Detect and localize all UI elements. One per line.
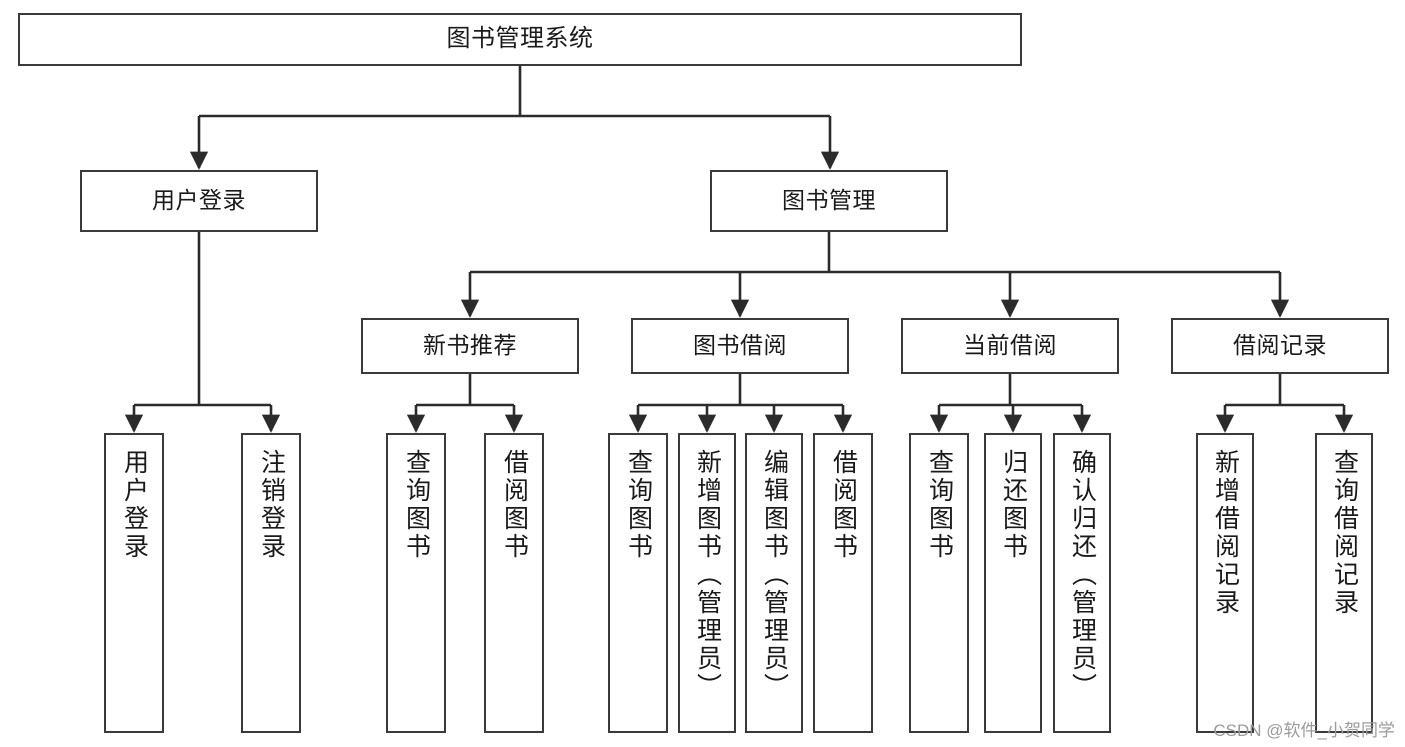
node-label: 查询图书 <box>402 449 431 561</box>
node-label: 图书借阅 <box>693 332 787 359</box>
node-book-manage[interactable]: 图书管理 <box>710 170 948 232</box>
node-leaf-user-login[interactable]: 用户登录 <box>104 433 164 733</box>
node-leaf-add-book[interactable]: 新增图书（管理员） <box>678 433 736 733</box>
node-leaf-add-borrow-record[interactable]: 新增借阅记录 <box>1196 433 1254 733</box>
node-leaf-confirm-return[interactable]: 确认归还（管理员） <box>1053 433 1111 733</box>
node-leaf-query-book-borrow[interactable]: 查询图书 <box>608 433 668 733</box>
node-label: 查询借阅记录 <box>1330 449 1359 617</box>
node-leaf-edit-book[interactable]: 编辑图书（管理员） <box>745 433 803 733</box>
node-user-login[interactable]: 用户登录 <box>80 170 318 232</box>
node-leaf-return-book[interactable]: 归还图书 <box>984 433 1042 733</box>
node-leaf-query-book-recommend[interactable]: 查询图书 <box>386 433 446 733</box>
node-book-borrow[interactable]: 图书借阅 <box>631 318 849 374</box>
node-label: 注销登录 <box>257 449 286 561</box>
node-label: 新增图书（管理员） <box>693 449 722 701</box>
node-label: 查询图书 <box>624 449 653 561</box>
node-label: 借阅图书 <box>500 449 529 561</box>
node-label: 图书管理 <box>782 187 876 214</box>
node-label: 用户登录 <box>120 449 149 561</box>
node-leaf-logout[interactable]: 注销登录 <box>241 433 301 733</box>
node-new-book-recommend[interactable]: 新书推荐 <box>361 318 579 374</box>
csdn-watermark: CSDN @软件_小贺同学 <box>1213 721 1395 740</box>
node-root-system[interactable]: 图书管理系统 <box>18 13 1022 66</box>
node-current-borrow[interactable]: 当前借阅 <box>901 318 1119 374</box>
node-label: 当前借阅 <box>963 332 1057 359</box>
node-borrow-record[interactable]: 借阅记录 <box>1171 318 1389 374</box>
node-label: 归还图书 <box>999 449 1028 561</box>
node-leaf-query-borrow-record[interactable]: 查询借阅记录 <box>1315 433 1373 733</box>
node-leaf-borrow-book-recommend[interactable]: 借阅图书 <box>484 433 544 733</box>
node-label: 查询图书 <box>925 449 954 561</box>
node-label: 确认归还（管理员） <box>1068 449 1097 701</box>
node-leaf-borrow-book[interactable]: 借阅图书 <box>813 433 873 733</box>
node-label: 新书推荐 <box>423 332 517 359</box>
node-leaf-query-book-current[interactable]: 查询图书 <box>909 433 969 733</box>
node-label: 新增借阅记录 <box>1211 449 1240 617</box>
node-label: 用户登录 <box>152 187 246 214</box>
node-label: 图书管理系统 <box>446 25 594 53</box>
node-label: 借阅图书 <box>829 449 858 561</box>
node-label: 编辑图书（管理员） <box>760 449 789 701</box>
node-label: 借阅记录 <box>1233 332 1327 359</box>
